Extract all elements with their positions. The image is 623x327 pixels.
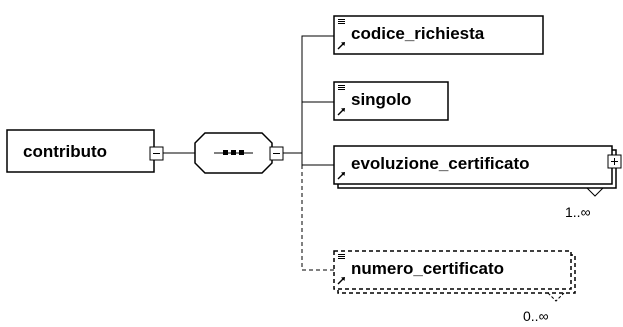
occurrence-caret-icon [586,187,604,197]
element-box [333,15,544,55]
root-element-label: contributo [23,142,108,161]
element-box [333,250,572,290]
sequence-icon-dot-1 [223,150,228,155]
lines-icon [338,85,345,90]
element-singolo[interactable] [333,81,449,121]
root-element[interactable] [6,129,164,173]
root-element-box [6,129,155,173]
connectors [163,35,334,271]
element-codice-richiesta[interactable] [333,15,544,55]
cardinality-numero-certificato: 0..∞ [523,308,549,324]
connector-codice-richiesta [301,35,334,153]
sequence-icon-dot-3 [239,150,244,155]
reference-arrow-icon [337,108,345,116]
connector-singolo [301,101,334,153]
connector-numero-certificato [301,165,334,271]
element-label-numero-certificato: numero_certificato [351,259,505,278]
element-box [333,145,613,185]
element-label-evoluzione-certificato: evoluzione_certificato [351,154,530,173]
lines-icon [338,19,345,24]
reference-arrow-icon [337,172,345,180]
sequence-compositor[interactable] [194,132,284,174]
element-label-codice-richiesta: codice_richiesta [351,24,485,43]
occurrence-caret-icon [547,292,565,302]
cardinality-evoluzione-certificato: 1..∞ [565,204,591,220]
element-numero-certificato[interactable] [333,250,576,302]
element-label-singolo: singolo [351,90,412,109]
reference-arrow-icon [337,42,345,50]
reference-arrow-icon [337,277,345,285]
sequence-icon-dot-2 [231,150,236,155]
element-box [333,81,449,121]
element-evoluzione-certificato[interactable] [333,145,622,197]
lines-icon [338,254,345,259]
